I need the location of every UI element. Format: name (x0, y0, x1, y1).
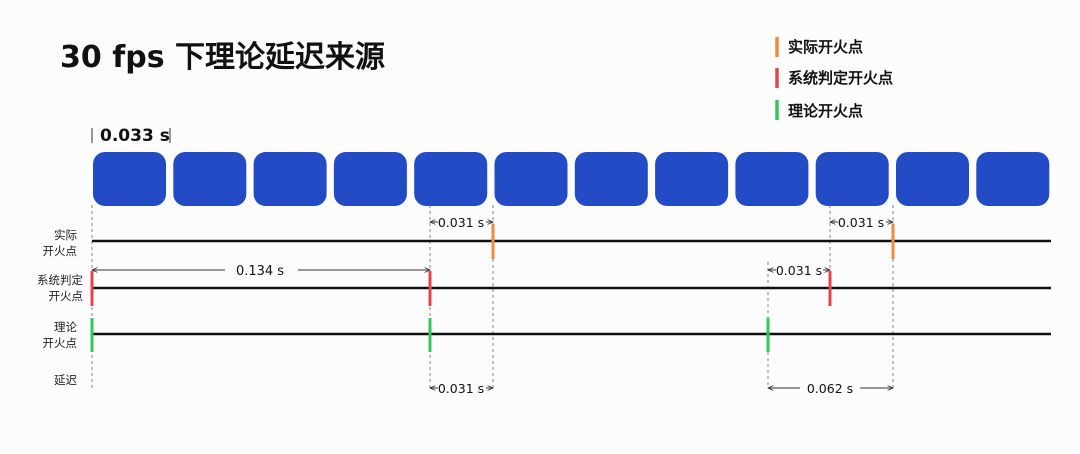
timeline-tracks (92, 239, 1051, 336)
interval-label-system-span: 0.134 s (236, 264, 284, 279)
page-title: 30 fps 下理论延迟来源 (60, 40, 385, 75)
frame-block (93, 152, 166, 206)
interval-label-actual-2: 0.031 s (838, 215, 884, 230)
frame-block (333, 152, 407, 206)
frame-interval-indicator: 0.033 s (91, 126, 171, 146)
row-label-actual-2: 开火点 (43, 244, 78, 258)
row-label-actual-1: 实际 (54, 228, 77, 242)
row-label-system-1: 系统判定 (37, 273, 83, 287)
frame-block (574, 152, 648, 206)
frame-block (896, 152, 969, 206)
row-label-delay: 延迟 (54, 373, 77, 387)
frame-block (815, 152, 889, 206)
frame-block (735, 152, 809, 206)
frame-interval-label: 0.033 s (100, 126, 170, 146)
interval-label-actual-1: 0.031 s (438, 215, 484, 230)
legend: 实际开火点 系统判定开火点 理论开火点 (775, 37, 893, 120)
row-labels: 实际 开火点 系统判定 开火点 理论 开火点 延迟 (37, 228, 83, 387)
interval-label-delay-1: 0.031 s (438, 381, 484, 396)
legend-label-theory: 理论开火点 (788, 102, 863, 120)
frame-block (414, 152, 488, 206)
frame-block (655, 152, 729, 206)
frame-block (173, 152, 247, 206)
interval-label-system-2: 0.031 s (776, 263, 822, 278)
legend-label-system: 系统判定开火点 (788, 69, 893, 87)
frame-block (253, 152, 327, 206)
interval-label-delay-2: 0.062 s (807, 381, 853, 396)
row-label-theory-1: 理论 (54, 320, 77, 334)
frame-block (494, 152, 568, 206)
fire-markers (90, 224, 895, 352)
row-label-theory-2: 开火点 (43, 336, 78, 350)
legend-label-actual: 实际开火点 (788, 38, 863, 56)
row-label-system-2: 开火点 (49, 289, 84, 303)
frame-block (976, 152, 1050, 206)
frame-blocks (93, 152, 1050, 206)
interval-annotations: 0.031 s 0.031 s 0.134 s 0.031 s 0.031 s … (92, 215, 893, 396)
